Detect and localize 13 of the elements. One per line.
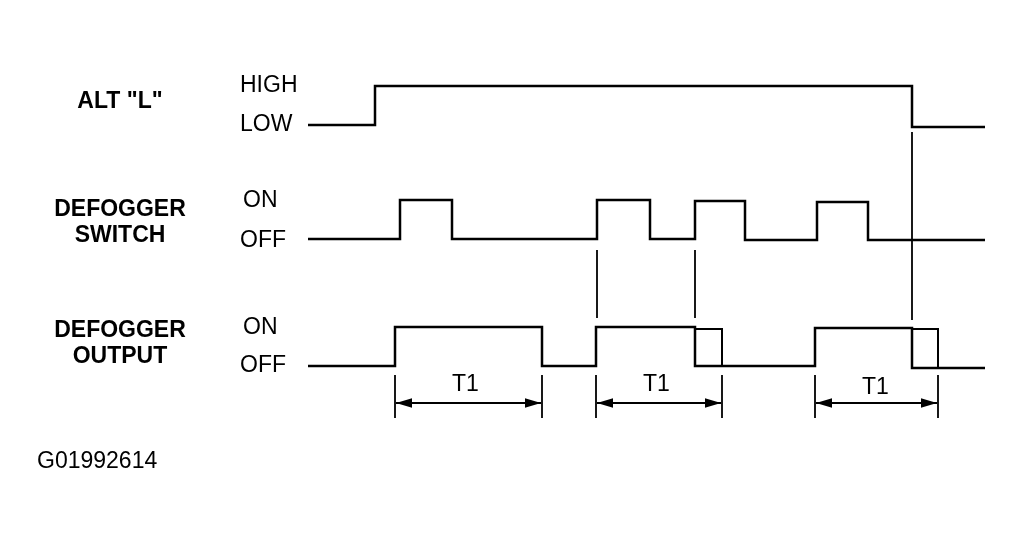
level-label: ON	[243, 313, 278, 340]
dimension-label: T1	[862, 373, 889, 400]
signal-name: DEFOGGER OUTPUT	[53, 316, 187, 369]
signal-name: DEFOGGER SWITCH	[53, 195, 187, 248]
level-label: OFF	[240, 351, 286, 378]
level-label: OFF	[240, 226, 286, 253]
signal-name: ALT "L"	[76, 87, 164, 114]
level-label: HIGH	[240, 71, 298, 98]
figure-number: G01992614	[37, 447, 158, 474]
dimension-label: T1	[452, 370, 479, 397]
level-label: LOW	[240, 110, 293, 137]
level-label: ON	[243, 186, 278, 213]
dimension-label: T1	[643, 370, 670, 397]
